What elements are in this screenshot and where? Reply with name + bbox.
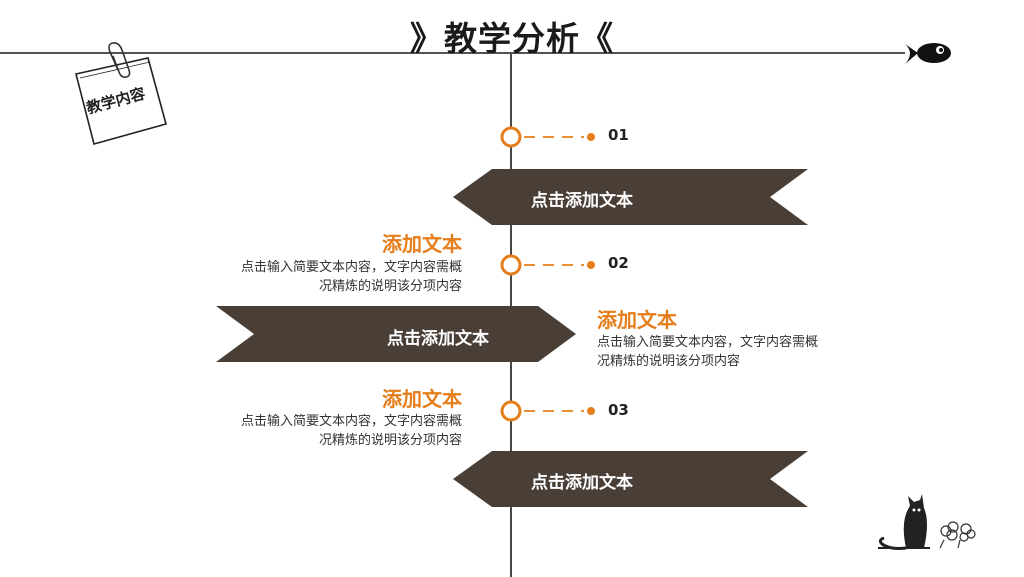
item-title-3[interactable]: 添加文本: [382, 387, 462, 411]
item-desc-2-line2: 况精炼的说明该分项内容: [597, 354, 741, 369]
paperclip-icon: [108, 42, 131, 78]
timeline-node-1: [500, 126, 595, 148]
fish-icon: [905, 43, 951, 64]
banner-text-2[interactable]: 点击添加文本: [387, 329, 489, 349]
item-desc-1: 点击输入简要文本内容，文字内容需概 况精炼的说明该分项内容: [182, 258, 462, 296]
item-desc-3: 点击输入简要文本内容，文字内容需概 况精炼的说明该分项内容: [182, 412, 462, 450]
item-desc-2-line1: 点击输入简要文本内容，文字内容需概: [597, 335, 819, 350]
banner-text-1[interactable]: 点击添加文本: [531, 191, 633, 211]
timeline-number-1: 01: [608, 126, 629, 144]
banner-shape-2: [216, 306, 576, 362]
banner-shape-1: [453, 169, 808, 225]
sticky-note: [75, 57, 167, 145]
timeline-number-3: 03: [608, 401, 629, 419]
item-desc-1-line2: 况精炼的说明该分项内容: [318, 279, 462, 294]
item-desc-2: 点击输入简要文本内容，文字内容需概 况精炼的说明该分项内容: [597, 333, 877, 371]
banner-shape-3: [453, 451, 808, 507]
item-title-2[interactable]: 添加文本: [597, 308, 677, 332]
timeline-node-2: [500, 254, 595, 276]
banner-text-3[interactable]: 点击添加文本: [531, 473, 633, 493]
item-title-1[interactable]: 添加文本: [382, 232, 462, 256]
timeline-number-2: 02: [608, 254, 629, 272]
flower-icon: [939, 521, 976, 549]
cat-icon: [878, 494, 930, 550]
timeline-node-3: [500, 400, 595, 422]
page-title: 》教学分析《: [410, 19, 614, 58]
item-desc-3-line1: 点击输入简要文本内容，文字内容需概: [240, 414, 462, 429]
item-desc-3-line2: 况精炼的说明该分项内容: [318, 433, 462, 448]
item-desc-1-line1: 点击输入简要文本内容，文字内容需概: [240, 260, 462, 275]
